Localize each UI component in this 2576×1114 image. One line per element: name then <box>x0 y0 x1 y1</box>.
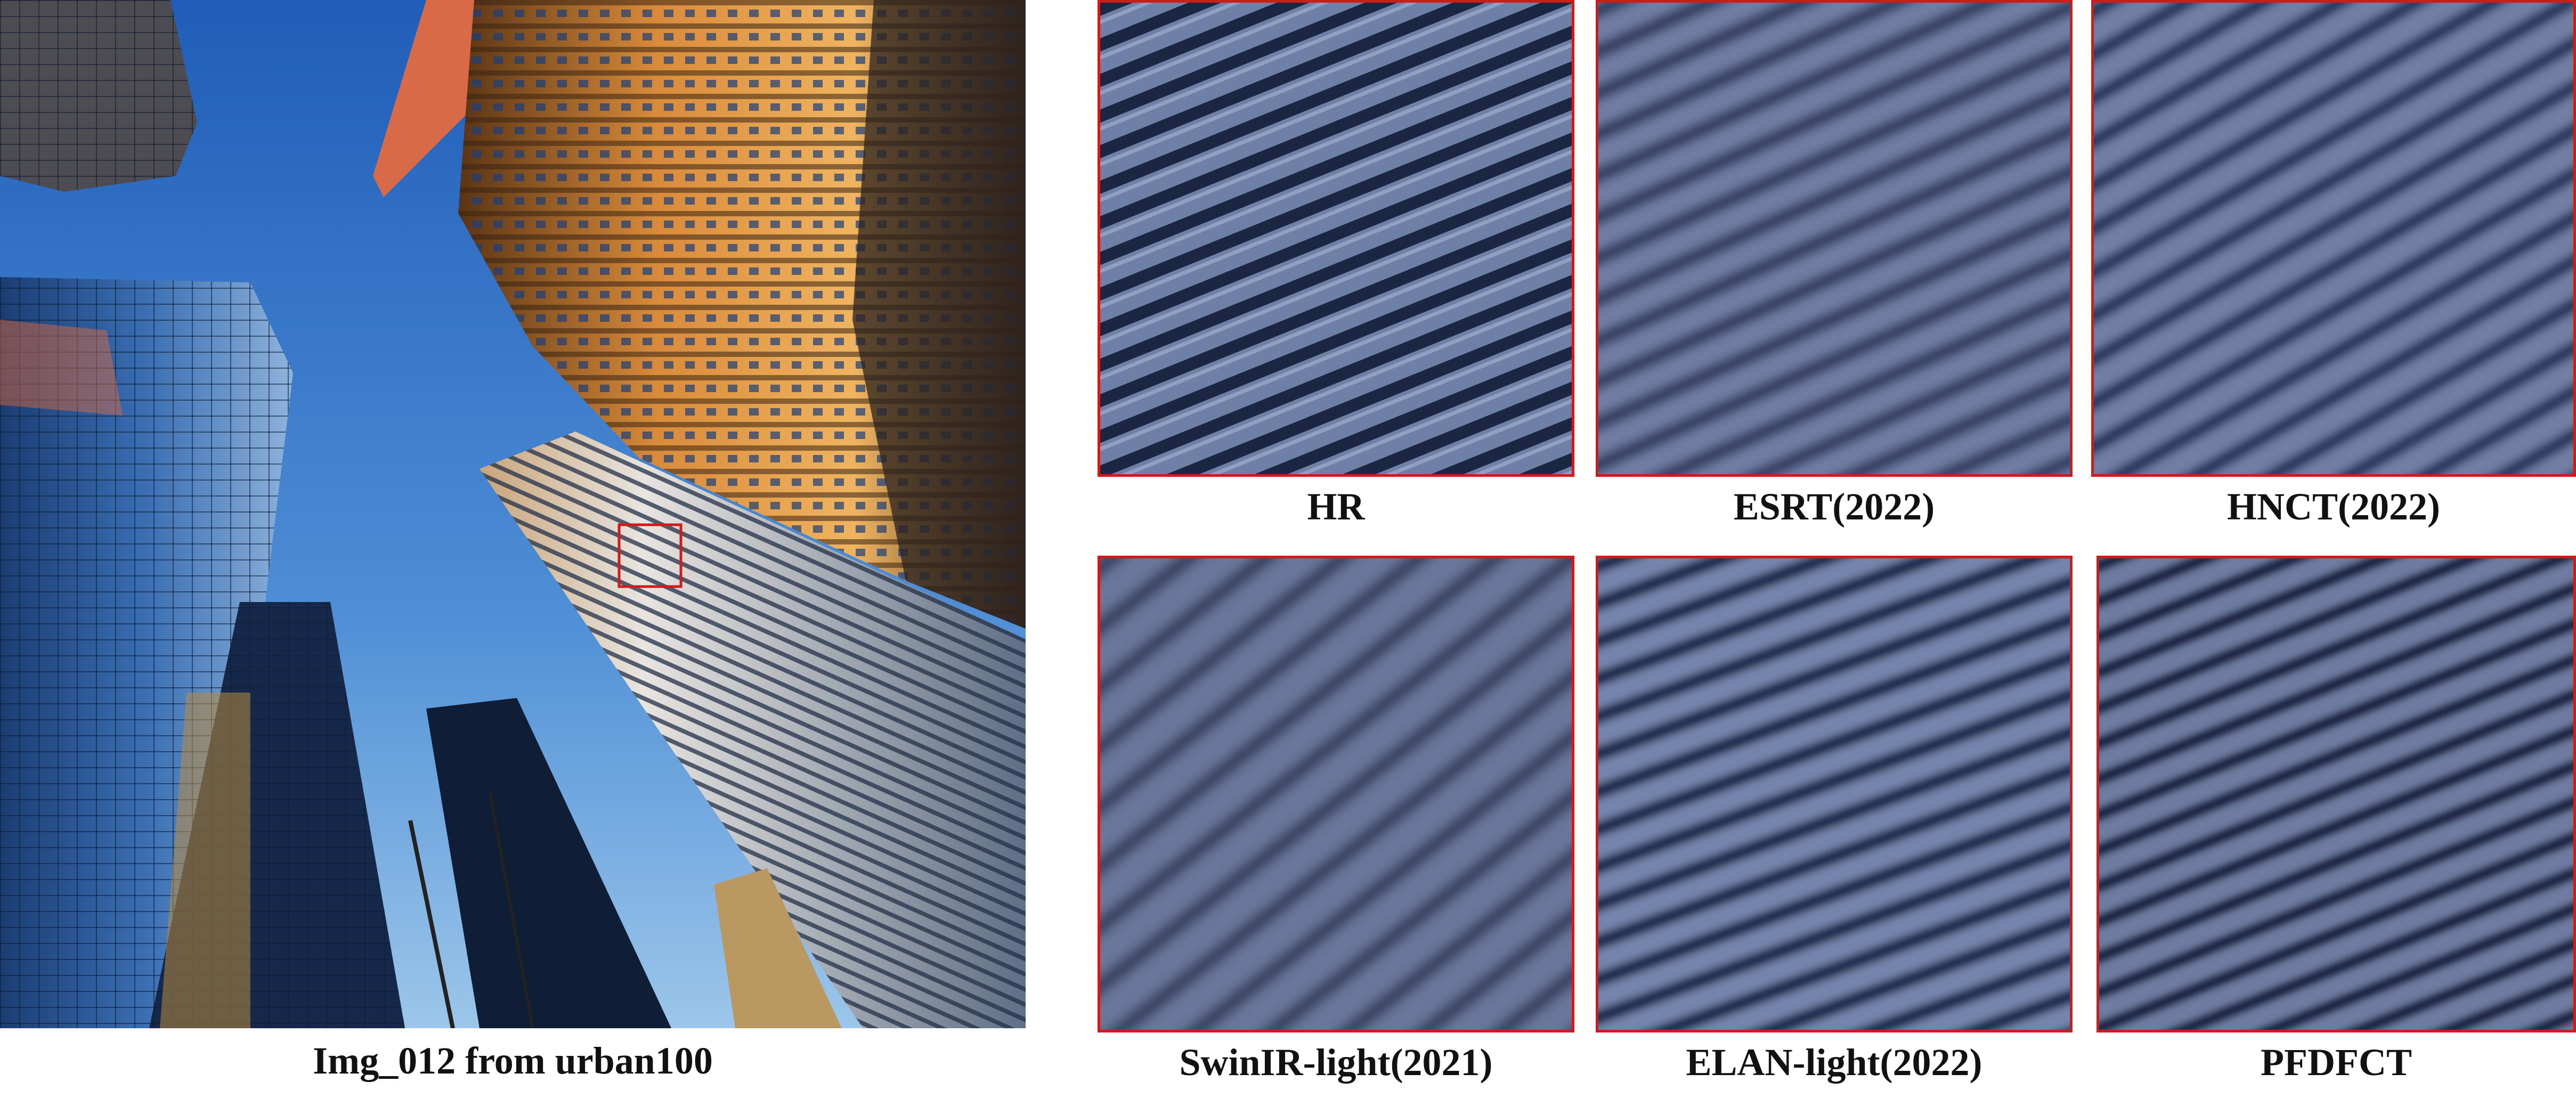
label-swinir: SwinIR-light(2021) <box>1179 1041 1493 1084</box>
label-pfdfct: PFDFCT <box>2261 1041 2412 1084</box>
label-esrt: ESRT(2022) <box>1733 485 1935 528</box>
crop-esrt <box>1596 0 2073 477</box>
crop-swinir <box>1098 556 1574 1032</box>
crop-elan <box>1596 556 2073 1032</box>
label-hr: HR <box>1307 485 1365 528</box>
label-hnct: HNCT(2022) <box>2227 485 2440 528</box>
crop-pfdfct <box>2096 556 2576 1032</box>
crop-region-marker <box>617 523 682 588</box>
main-caption: Img_012 from urban100 <box>313 1039 713 1082</box>
label-elan: ELAN-light(2022) <box>1686 1041 1982 1084</box>
main-photo <box>0 0 1026 1028</box>
crop-hr <box>1098 0 1574 477</box>
crop-hnct <box>2091 0 2576 477</box>
